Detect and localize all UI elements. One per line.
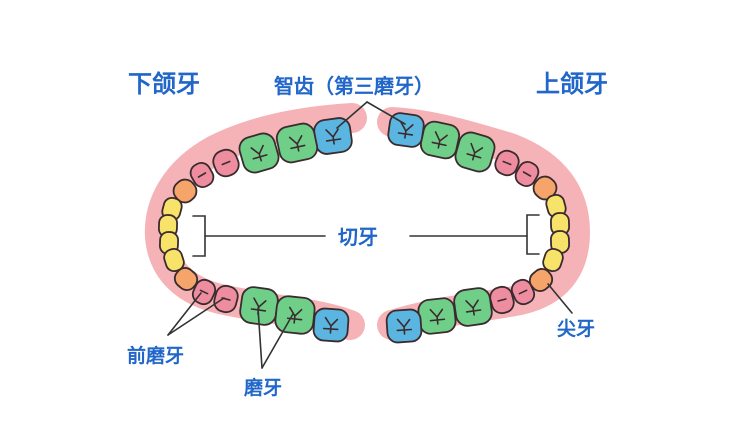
wisdom-pointer-right xyxy=(366,101,406,125)
canine-label: 尖牙 xyxy=(557,318,596,340)
wisdom-tooth-17 xyxy=(387,112,425,148)
molar-tooth-31 xyxy=(417,297,457,335)
premolar-label: 前磨牙 xyxy=(127,345,185,367)
premolar-tooth-28 xyxy=(510,278,536,306)
molar-label: 磨牙 xyxy=(244,377,283,399)
groove-line-icon xyxy=(221,160,231,166)
lower-jaw-label: 下颌牙 xyxy=(128,70,200,98)
fissure-mark-icon xyxy=(431,131,448,149)
incisor-tooth-26 xyxy=(542,247,564,273)
pointer-lines xyxy=(167,101,573,369)
wisdom-tooth-16 xyxy=(312,307,350,343)
groove-line-icon xyxy=(502,160,512,166)
molar-tooth-3 xyxy=(238,132,280,174)
fissure-mark-icon xyxy=(429,308,446,325)
premolar-tooth-12 xyxy=(191,278,217,306)
incisor-tooth-10 xyxy=(163,247,185,273)
canine-pointer xyxy=(547,283,573,314)
molar-tooth-15 xyxy=(274,295,316,335)
premolar-tooth-5 xyxy=(189,162,215,188)
fissure-mark-icon xyxy=(466,142,484,161)
canine-tooth-11 xyxy=(173,267,199,291)
wisdom-pointer-left xyxy=(336,101,368,129)
upper-jaw-label: 上颌牙 xyxy=(536,70,608,98)
fissure-mark-icon xyxy=(325,128,342,145)
molar-tooth-19 xyxy=(454,131,496,173)
fissure-mark-icon xyxy=(397,121,414,139)
molar-tooth-2 xyxy=(275,122,319,164)
groove-line-icon xyxy=(199,289,209,295)
groove-line-icon xyxy=(522,171,532,177)
teeth-layer xyxy=(157,112,571,344)
premolar-tooth-13 xyxy=(213,284,239,314)
incisor-bracket-right xyxy=(526,214,540,255)
incisor-label: 切牙 xyxy=(338,225,378,249)
incisor-bracket-left xyxy=(192,215,206,257)
fissure-mark-icon xyxy=(396,318,413,335)
wisdom-tooth-32 xyxy=(385,308,423,344)
groove-line-icon xyxy=(197,172,207,178)
fissure-mark-icon xyxy=(322,316,339,334)
molar-tooth-30 xyxy=(453,287,493,327)
molar-pointer-2 xyxy=(261,313,294,369)
premolar-tooth-29 xyxy=(489,285,515,315)
premolar-tooth-4 xyxy=(212,148,240,178)
molar-tooth-18 xyxy=(419,120,461,160)
premolar-tooth-21 xyxy=(514,161,540,187)
groove-line-icon xyxy=(497,298,507,302)
wisdom-tooth-1 xyxy=(313,117,353,155)
wisdom-tooth-label: 智齿（第三磨牙） xyxy=(274,74,434,98)
groove-line-icon xyxy=(518,289,528,295)
fissure-mark-icon xyxy=(250,144,268,162)
premolar-pointer-2 xyxy=(167,297,225,336)
premolar-pointer-1 xyxy=(167,292,202,336)
molar-pointer-1 xyxy=(257,307,263,369)
premolar-tooth-20 xyxy=(494,149,520,177)
fissure-mark-icon xyxy=(465,299,482,316)
fissure-mark-icon xyxy=(288,135,306,152)
